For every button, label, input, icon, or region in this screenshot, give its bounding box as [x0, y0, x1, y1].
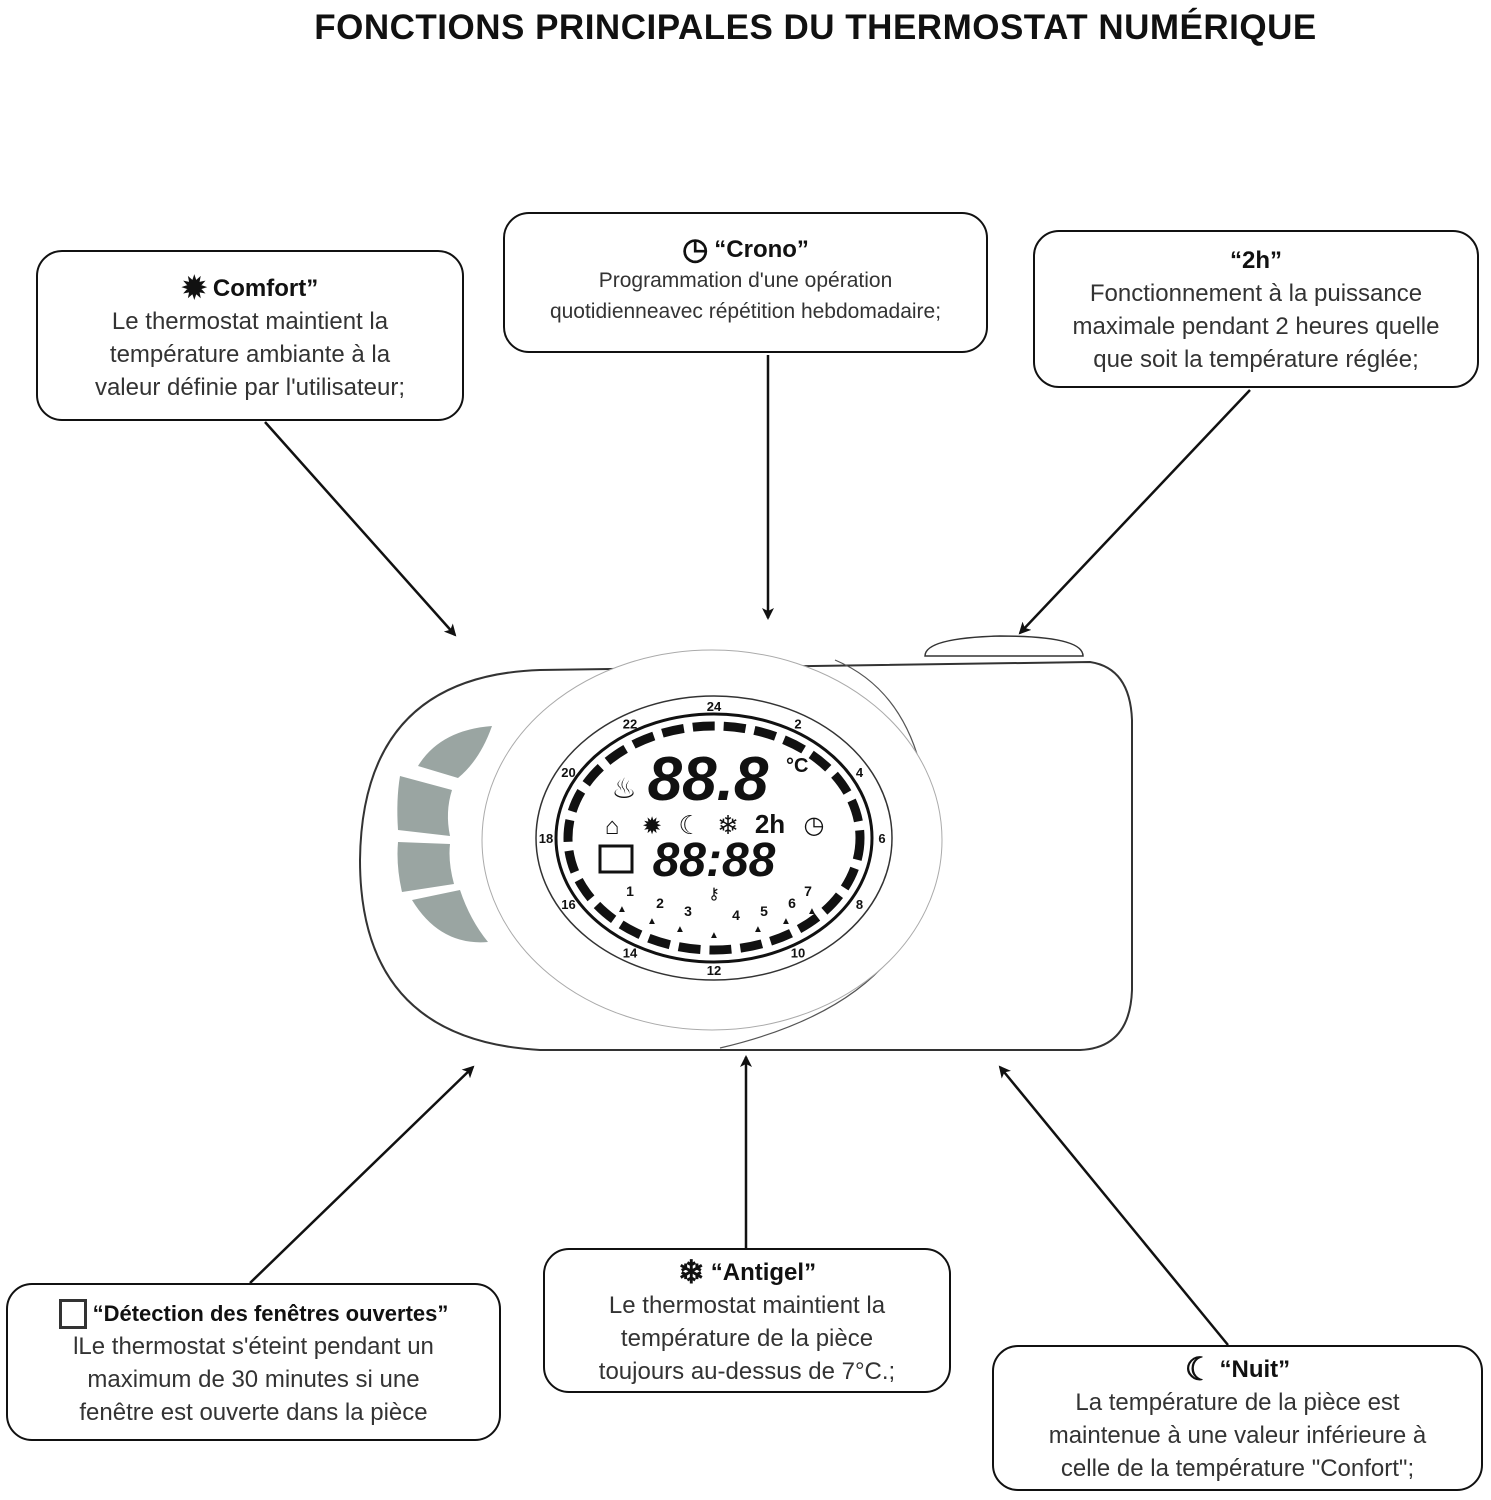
menu-button-4[interactable] [412, 890, 488, 943]
day-marker-icon: ▲ [617, 904, 627, 915]
callout-title: “2h” [1229, 247, 1282, 274]
callout-title: “Détection des fenêtres ouvertes” [92, 1301, 449, 1326]
arrow-window [249, 1065, 475, 1284]
hour-label: 12 [707, 963, 721, 978]
boost-button[interactable] [924, 635, 1084, 657]
boost-2h-indicator: 2h [755, 809, 785, 839]
hour-label: 8 [856, 897, 863, 912]
moon-icon: ☾ [1184, 1351, 1214, 1387]
hour-label: 22 [623, 717, 637, 732]
day-marker-icon: ▲ [647, 916, 657, 927]
day-marker-icon: ▲ [781, 916, 791, 927]
callout-title: “Nuit” [1219, 1356, 1291, 1383]
day-marker-icon: ▲ [753, 924, 763, 935]
thermostat-device [358, 635, 1133, 1051]
callout-window-detection: “Détection des fenêtres ouvertes” lLe th… [6, 1283, 501, 1441]
arrow-nuit [998, 1065, 1229, 1346]
hour-label: 18 [539, 831, 553, 846]
callout-title: “Antigel” [710, 1259, 817, 1286]
day-label: 7 [804, 883, 812, 899]
callout-text: valeur définie par l'utilisateur; [94, 374, 406, 401]
page-title: FONCTIONS PRINCIPALES DU THERMOSTAT NUMÉ… [314, 8, 1317, 47]
heating-icon: ♨ [611, 773, 636, 804]
callout-text: Le thermostat maintient la [608, 1292, 886, 1319]
hour-label: 16 [561, 897, 575, 912]
callout-text: que soit la température réglée; [1093, 346, 1419, 373]
moon-icon: ☾ [678, 810, 701, 840]
temperature-readout: 88.8 [648, 745, 769, 814]
callout-text: Programmation d'une opération [598, 269, 893, 292]
key-lock-icon: ⚷ [708, 886, 720, 903]
callout-text: Le thermostat maintient la [111, 308, 389, 335]
day-label: 6 [788, 895, 796, 911]
callout-antigel: ❄“Antigel” Le thermostat maintient la te… [543, 1248, 951, 1393]
lcd-screen [535, 695, 893, 981]
hour-label: 4 [856, 765, 864, 780]
arrow-2h [1018, 389, 1251, 635]
time-readout: 88:88 [653, 834, 776, 887]
hour-label: 6 [878, 831, 885, 846]
menu-button-3[interactable] [397, 842, 455, 892]
callout-text: maximum de 30 minutes si une [87, 1366, 420, 1393]
sun-icon: ✹ [642, 813, 662, 840]
clock-icon: ◷ [682, 233, 709, 266]
open-window-icon [598, 844, 634, 874]
day-label: 4 [732, 907, 740, 923]
day-marker-icon: ▲ [675, 924, 685, 935]
callout-text: température ambiante à la [109, 341, 391, 368]
callout-nuit: ☾“Nuit” La température de la pièce est m… [992, 1345, 1483, 1491]
hour-label: 20 [561, 765, 575, 780]
callout-text: La température de la pièce est [1075, 1389, 1400, 1416]
day-marker-icon: ▲ [709, 930, 719, 941]
day-label: 1 [626, 883, 634, 899]
hour-label: 24 [707, 699, 722, 714]
temperature-unit: °C [786, 755, 808, 777]
callout-text: température de la pièce [620, 1325, 874, 1352]
callout-text: fenêtre est ouverte dans la pièce [79, 1399, 428, 1426]
hour-label: 2 [794, 717, 801, 732]
snowflake-icon: ❄ [717, 810, 739, 840]
callout-comfort: ✹Comfort” Le thermostat maintient la tem… [36, 250, 464, 421]
callout-crono: ◷“Crono” Programmation d'une opération q… [503, 212, 988, 353]
callout-text: Fonctionnement à la puissance [1089, 280, 1423, 307]
menu-button-2[interactable] [397, 776, 452, 836]
sun-icon: ✹ [181, 272, 207, 305]
callout-text: quotidienneavec répétition hebdomadaire; [549, 300, 942, 323]
home-icon: ⌂ [605, 813, 620, 840]
callout-title: “Crono” [714, 236, 809, 263]
callout-text: maintenue à une valeur inférieure à [1048, 1422, 1427, 1449]
day-marker-icon: ▲ [807, 906, 817, 917]
clock-icon: ◷ [804, 812, 825, 839]
day-label: 2 [656, 895, 664, 911]
callout-text: lLe thermostat s'éteint pendant un [73, 1333, 434, 1360]
day-label: 5 [760, 903, 768, 919]
callout-title: Comfort” [212, 275, 319, 302]
hour-label: 10 [791, 945, 805, 960]
snowflake-icon: ❄ [677, 1254, 705, 1290]
open-window-icon [58, 1298, 87, 1329]
callout-2h: “2h” Fonctionnement à la puissance maxim… [1033, 230, 1479, 388]
hour-label: 14 [623, 945, 638, 960]
callout-text: maximale pendant 2 heures quelle [1072, 313, 1440, 340]
arrow-comfort [264, 421, 457, 637]
menu-button-1[interactable] [418, 726, 492, 778]
day-label: 3 [684, 903, 692, 919]
callout-text: toujours au-dessus de 7°C.; [598, 1358, 896, 1385]
callout-text: celle de la température "Confort"; [1060, 1455, 1415, 1482]
